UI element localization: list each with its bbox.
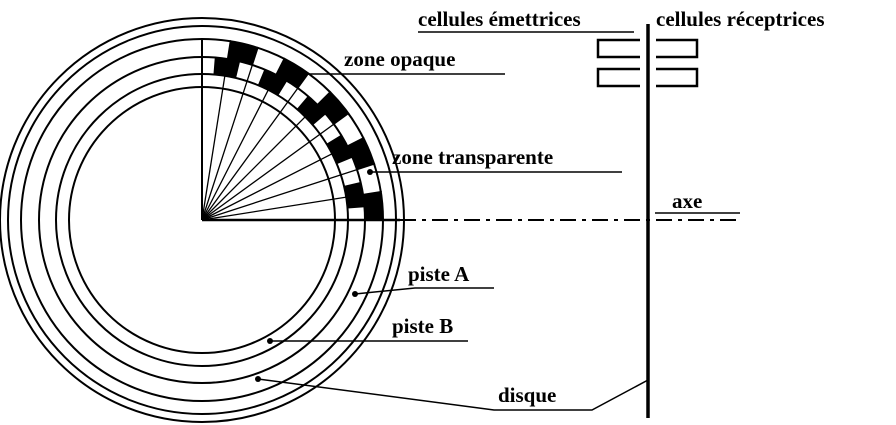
track-b-opaque-slot (213, 57, 241, 79)
leader-dots (255, 71, 373, 382)
leader-track-a (354, 287, 494, 295)
track-b-opaque-slot (296, 96, 326, 126)
dot-opaque-zone (299, 71, 305, 77)
receiver-cell-2 (656, 67, 699, 88)
dot-track-b (267, 338, 273, 344)
dot-track-a (352, 291, 358, 297)
receiver-cells (656, 38, 699, 88)
label-axis: axe (672, 189, 702, 213)
label-disk: disque (498, 383, 556, 407)
label-emitting-cells: cellules émettrices (418, 7, 581, 31)
emitter-cells (596, 38, 640, 88)
sector-line (201, 112, 350, 221)
sector-line (201, 46, 259, 221)
opaque-slots (213, 41, 383, 220)
track-a-opaque-slot (227, 41, 258, 65)
label-opaque-zone: zone opaque (344, 47, 455, 71)
emitter-cell-1 (596, 38, 640, 59)
sector-line (201, 72, 310, 221)
receiver-cell-1 (656, 38, 699, 59)
leader-disk (257, 378, 649, 411)
track-b-opaque-slot (326, 134, 353, 165)
dot-transparent-zone (367, 169, 373, 175)
sector-line (201, 163, 376, 221)
track-b-opaque-slot (343, 181, 365, 209)
track-b-opaque-slot (257, 69, 288, 96)
track-a-opaque-slot (347, 137, 375, 170)
label-track-a: piste A (408, 262, 470, 286)
emitter-cell-2 (596, 67, 640, 88)
track-a-opaque-slot (362, 191, 383, 220)
label-track-b: piste B (392, 314, 453, 338)
track-a-opaque-slot (317, 92, 349, 125)
label-transparent-zone: zone transparente (392, 145, 553, 169)
track-a-opaque-slot (276, 58, 309, 89)
label-receiving-cells: cellules réceptrices (656, 7, 825, 31)
dot-disk (255, 376, 261, 382)
leader-lines (257, 31, 740, 411)
